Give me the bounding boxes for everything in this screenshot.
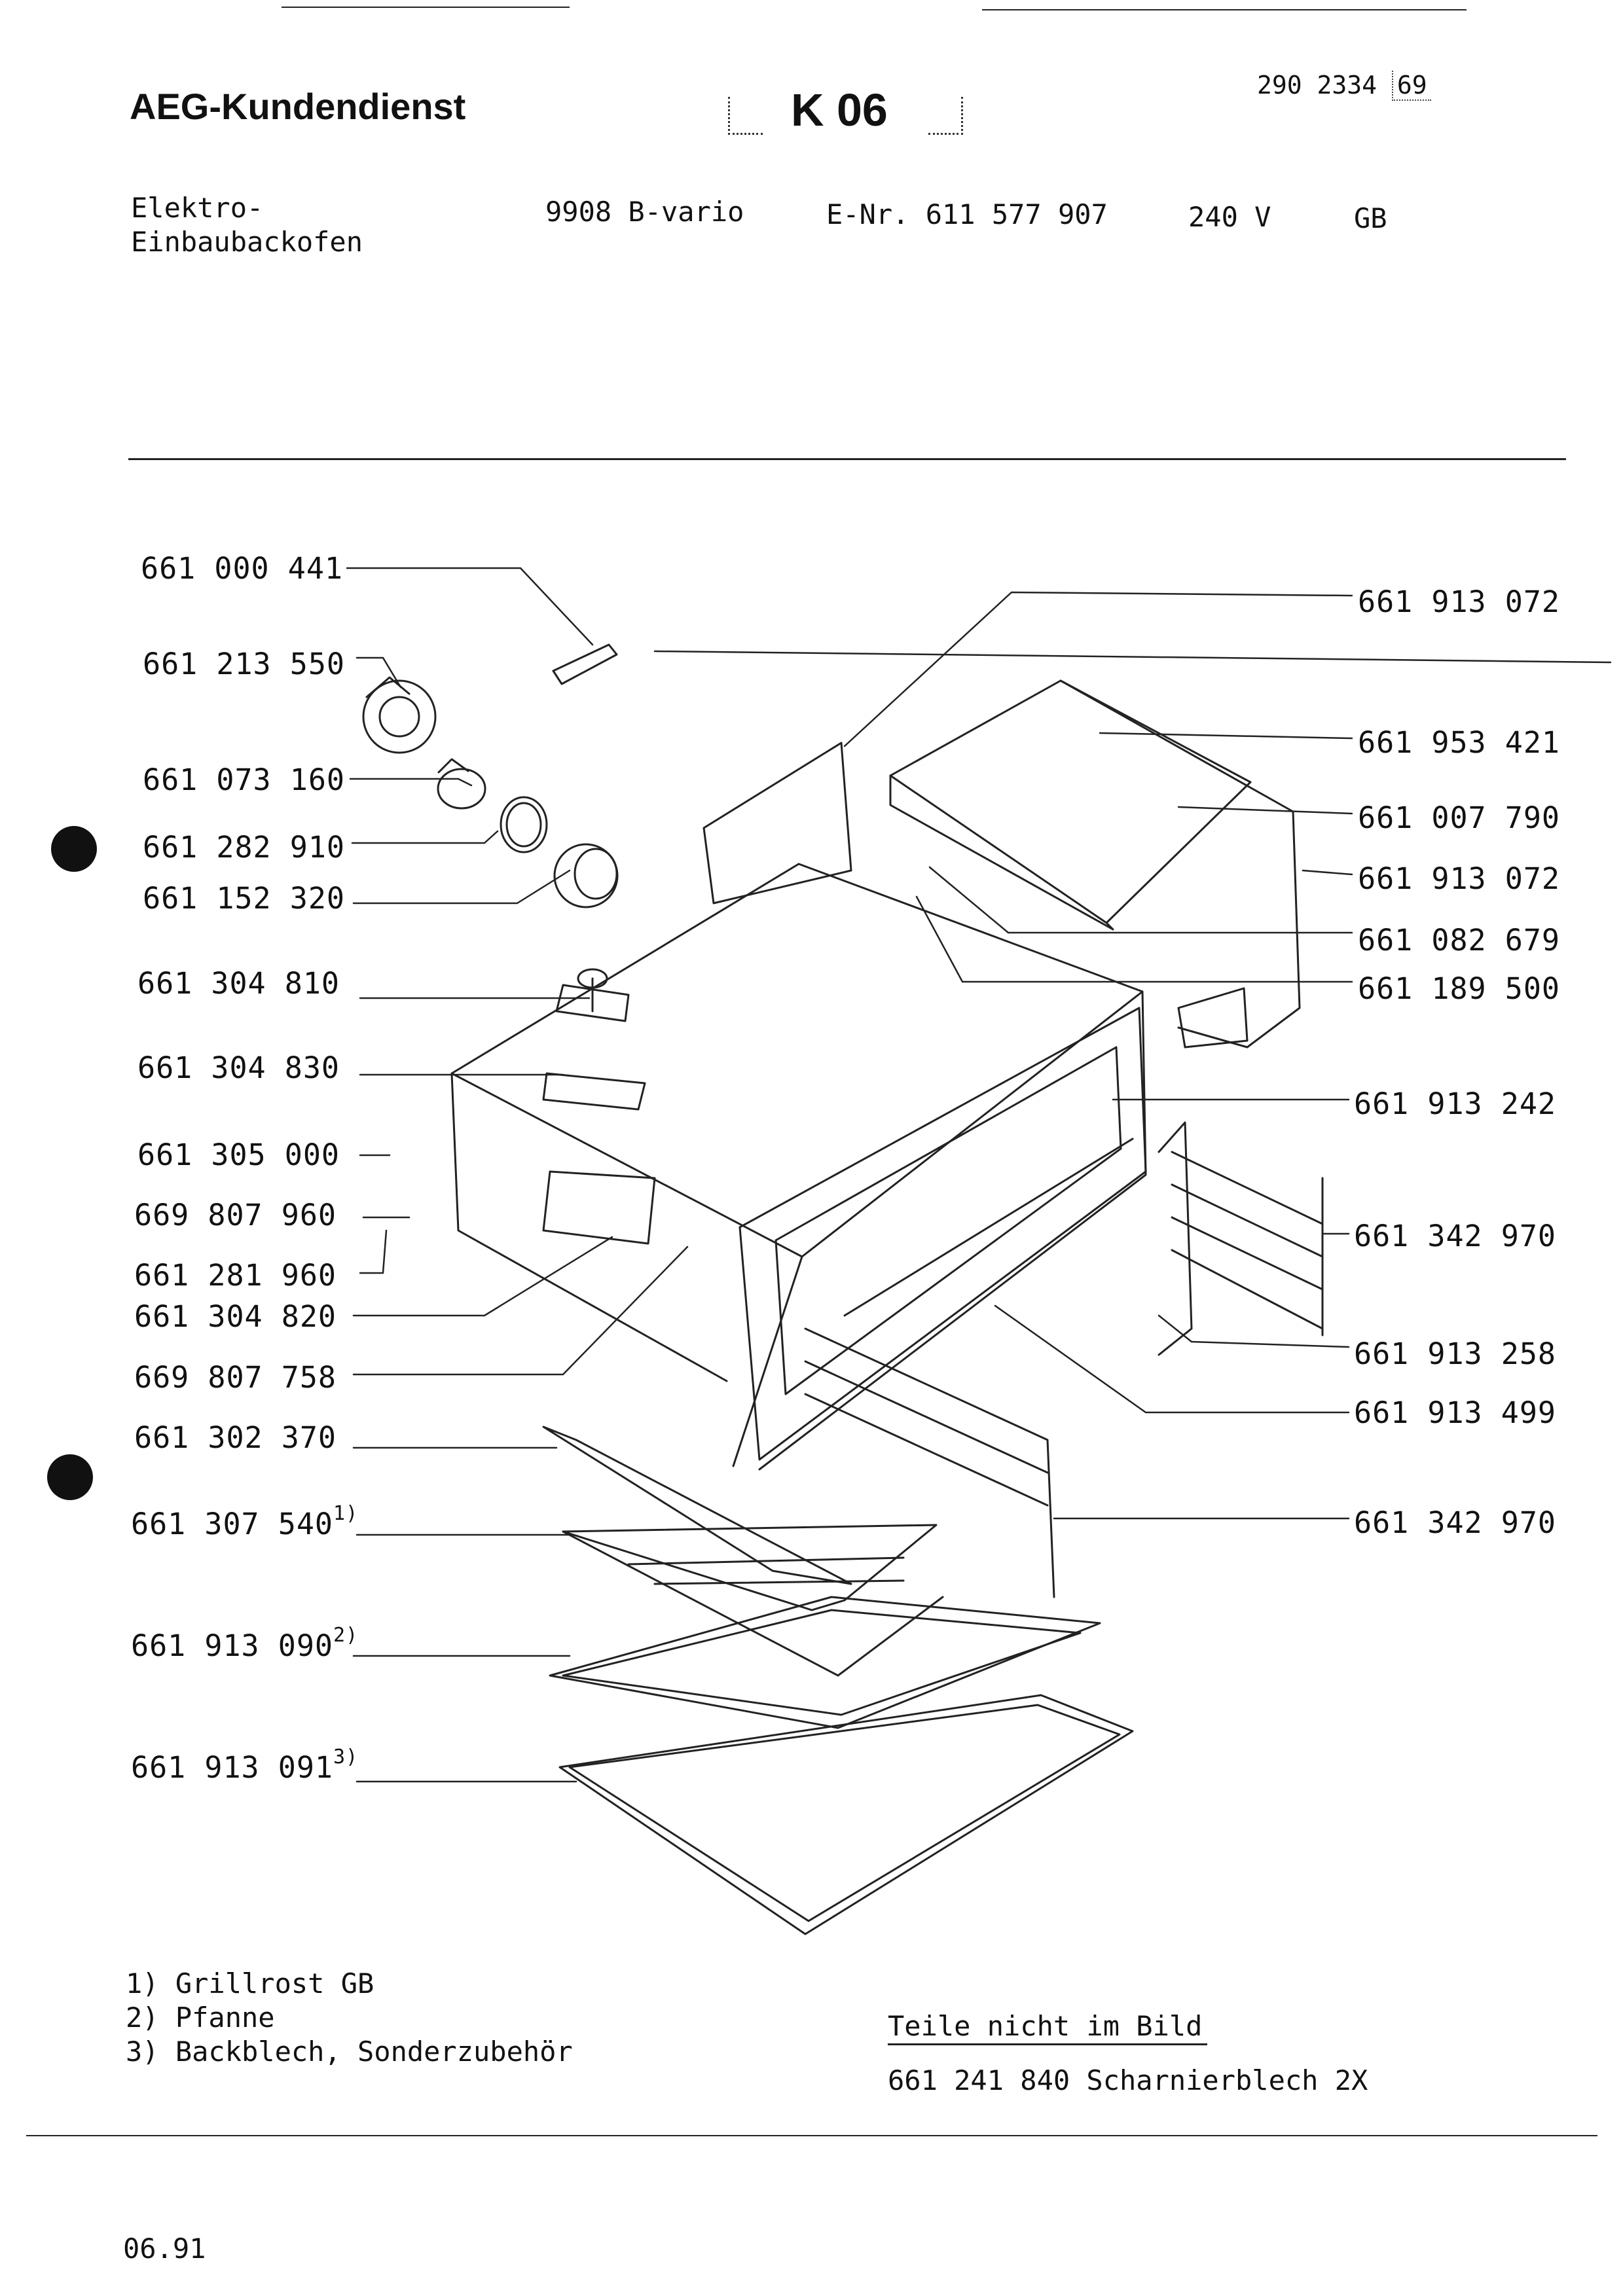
footnote-ref: 3)	[333, 1746, 359, 1768]
top-edge-line	[282, 7, 570, 8]
part-number: 661 342 970	[1354, 1505, 1557, 1540]
footer-divider	[26, 2135, 1597, 2136]
side-rack	[805, 1122, 1322, 1597]
part-number: 661 282 910	[143, 830, 346, 865]
part-number: 661 281 960	[134, 1258, 337, 1293]
part-label-right: 661 913 499	[1354, 1395, 1556, 1430]
part-number: 661 000 441	[141, 551, 344, 586]
part-label-left: 661 000 441	[141, 551, 343, 586]
part-label-left: 661 152 320	[143, 881, 345, 916]
document-number-suffix: 69	[1391, 71, 1431, 101]
part-number: 669 807 758	[134, 1360, 337, 1395]
part-number: 669 807 960	[134, 1198, 337, 1232]
header-divider	[128, 458, 1566, 460]
oven-cavity	[452, 864, 1146, 1469]
footnote-1: 1) Grillrost GB	[126, 1967, 374, 2000]
top-edge-line-right	[982, 9, 1467, 10]
part-label-right: 661 913 258	[1354, 1336, 1556, 1371]
part-number: 661 305 000	[137, 1138, 340, 1172]
brand-title: AEG-Kundendienst	[130, 86, 466, 127]
part-label-left: 661 305 000	[137, 1138, 340, 1172]
footnote-2: 2) Pfanne	[126, 2001, 275, 2034]
part-number: 661 213 550	[143, 647, 346, 681]
part-label-right: 661 007 790	[1358, 800, 1560, 835]
part-number: 661 152 320	[143, 881, 346, 916]
leader-lines-left	[347, 568, 687, 1782]
part-number: 661 007 790	[1358, 800, 1561, 835]
part-label-right: 661 913 242	[1354, 1086, 1556, 1121]
part-label-left: 661 307 5401)	[131, 1504, 358, 1542]
part-number: 661 913 499	[1354, 1395, 1557, 1430]
lamp-parts	[363, 645, 617, 907]
appliance-type-line1: Elektro-	[131, 192, 264, 224]
part-number: 661 073 160	[143, 762, 346, 797]
part-label-right: 661 953 421	[1358, 725, 1560, 760]
part-label-left: 669 807 960	[134, 1198, 337, 1232]
group-code-bracket-right	[928, 97, 963, 135]
document-number: 290 2334 69	[1257, 71, 1431, 101]
appliance-type: Elektro- Einbaubackofen	[131, 191, 363, 259]
part-number: 661 913 072	[1358, 861, 1561, 896]
insulation-block	[704, 681, 1300, 1047]
part-label-right: 661 913 072	[1358, 861, 1560, 896]
footnote-ref: 2)	[333, 1624, 359, 1647]
appliance-type-line2: Einbaubackofen	[131, 226, 363, 258]
part-label-right: 661 342 970	[1354, 1505, 1556, 1540]
model-name: 9908 B-vario	[545, 196, 744, 228]
part-number: 661 913 242	[1354, 1086, 1557, 1121]
leader-lines-right	[655, 592, 1611, 1518]
part-number: 661 082 679	[1358, 923, 1561, 958]
part-number: 661 913 090	[131, 1628, 334, 1663]
part-number: 661 913 072	[1358, 584, 1561, 619]
part-label-left: 661 304 820	[134, 1299, 337, 1334]
part-label-left: 661 281 960	[134, 1258, 337, 1293]
part-label-left: 669 807 758	[134, 1360, 337, 1395]
part-label-left: 661 282 910	[143, 830, 345, 865]
part-label-left: 661 073 160	[143, 762, 345, 797]
part-label-right: 661 189 500	[1358, 971, 1560, 1006]
part-number: 661 342 970	[1354, 1219, 1557, 1253]
not-shown-item: 661 241 840 Scharnierblech 2X	[888, 2064, 1368, 2096]
part-number: 661 304 820	[134, 1299, 337, 1334]
footnote-ref: 1)	[333, 1502, 359, 1525]
part-label-left: 661 913 0902)	[131, 1626, 358, 1664]
footnotes: 1) Grillrost GB 2) Pfanne 3) Backblech, …	[126, 1967, 573, 2069]
part-number: 661 189 500	[1358, 971, 1561, 1006]
part-number: 661 307 540	[131, 1507, 334, 1541]
e-number: E-Nr. 611 577 907	[826, 198, 1108, 230]
punch-hole	[47, 1454, 93, 1500]
punch-hole	[51, 826, 97, 872]
trays	[543, 1427, 1133, 1934]
document-number-main: 290 2334	[1257, 71, 1377, 99]
group-code-bracket-left	[728, 97, 763, 135]
country-code: GB	[1354, 202, 1387, 234]
part-label-left: 661 213 550	[143, 647, 345, 681]
part-number: 661 304 810	[137, 966, 340, 1001]
part-number: 661 913 258	[1354, 1336, 1557, 1371]
part-label-left: 661 913 0913)	[131, 1748, 358, 1785]
part-number: 661 953 421	[1358, 725, 1561, 760]
print-date: 06.91	[123, 2233, 206, 2265]
footnote-3: 3) Backblech, Sonderzubehör	[126, 2036, 573, 2068]
part-label-right: 661 082 679	[1358, 923, 1560, 958]
group-code: K 06	[791, 84, 888, 135]
part-label-left: 661 302 370	[134, 1420, 337, 1455]
part-label-right: 661 913 072	[1358, 584, 1560, 619]
part-number: 661 913 091	[131, 1750, 334, 1785]
not-shown-title: Teile nicht im Bild	[888, 2009, 1208, 2045]
part-label-left: 661 304 810	[137, 966, 340, 1001]
part-label-left: 661 304 830	[137, 1050, 340, 1085]
voltage: 240 V	[1188, 201, 1271, 233]
part-number: 661 304 830	[137, 1050, 340, 1085]
part-label-right: 661 342 970	[1354, 1219, 1556, 1253]
part-number: 661 302 370	[134, 1420, 337, 1455]
